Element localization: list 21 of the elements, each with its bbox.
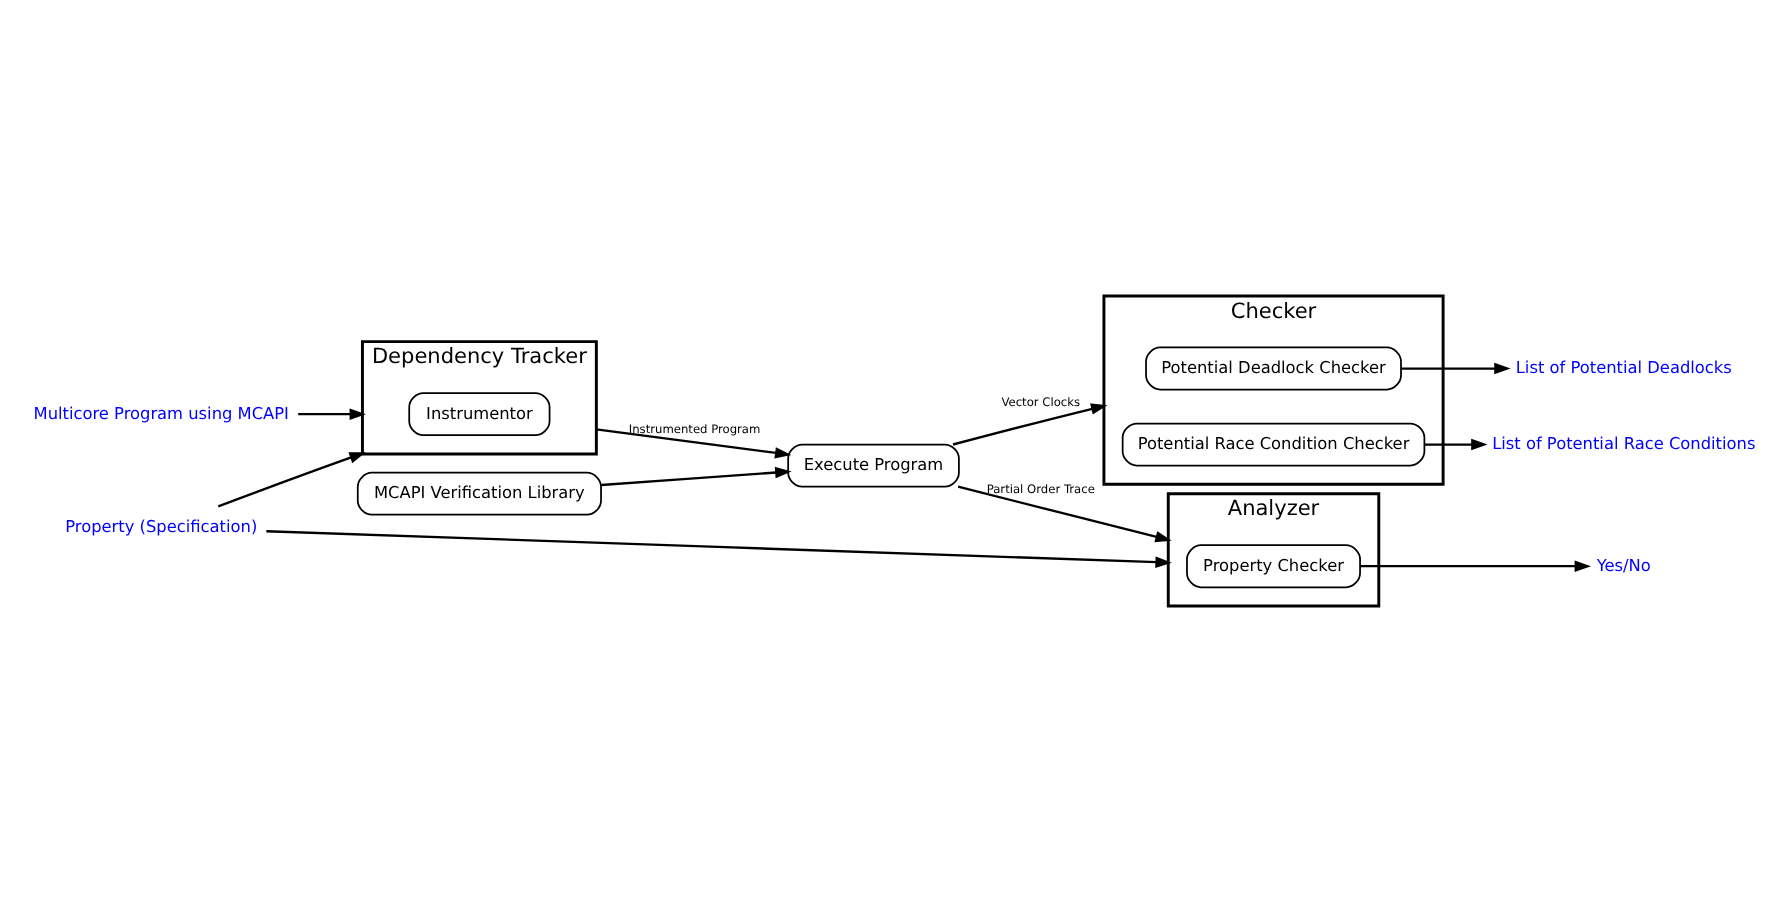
node-text: Yes/No xyxy=(1596,554,1651,575)
arrow xyxy=(266,530,1172,568)
arrow xyxy=(298,408,366,420)
node-box: Execute Program xyxy=(787,443,960,488)
node-text: List of Potential Race Conditions xyxy=(1492,432,1756,453)
arrow xyxy=(601,466,792,487)
arrow xyxy=(596,428,792,459)
arrow xyxy=(957,485,1172,543)
arrow xyxy=(217,452,366,508)
arrow xyxy=(1424,438,1488,451)
node-box: Instrumentor xyxy=(408,392,551,437)
node-box: MCAPI Verification Library xyxy=(356,471,602,516)
node-text: List of Potential Deadlocks xyxy=(1515,356,1732,377)
arrow xyxy=(952,403,1108,446)
node-box: Potential Race Condition Checker xyxy=(1121,422,1426,467)
node-box: Property Checker xyxy=(1186,544,1361,589)
node-text: Multicore Program using MCAPI xyxy=(33,402,289,423)
node-box: Potential Deadlock Checker xyxy=(1145,346,1402,391)
arrow xyxy=(1401,362,1511,375)
arrow xyxy=(1360,560,1591,572)
node-text: Property (Specification) xyxy=(65,515,258,536)
